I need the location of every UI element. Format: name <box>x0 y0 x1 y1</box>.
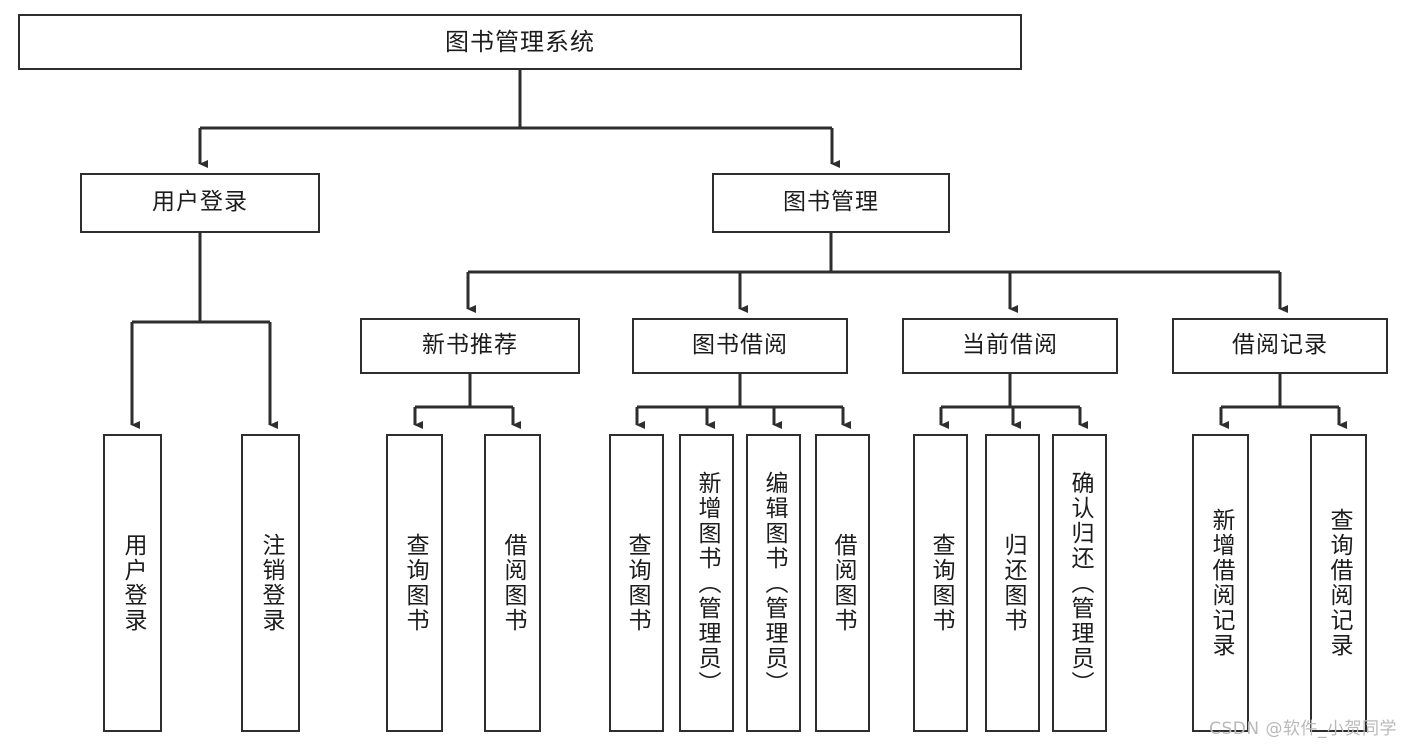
node-label: 新增借阅记录 <box>1208 508 1235 658</box>
node-current-borrow[interactable]: 当前借阅 <box>902 318 1118 374</box>
node-label: 查询图书 <box>402 533 429 633</box>
node-label: 当前借阅 <box>962 332 1058 359</box>
edges-current-borrow-leaves <box>939 374 1088 429</box>
node-borrow-record[interactable]: 借阅记录 <box>1172 318 1388 374</box>
node-label: 用户登录 <box>152 189 248 216</box>
node-label: 用户登录 <box>120 533 147 633</box>
node-label: 图书管理 <box>783 189 879 216</box>
node-user-login[interactable]: 用户登录 <box>80 173 320 233</box>
watermark-text: CSDN @软件_小贺同学 <box>1209 719 1397 739</box>
leaf-query-book-recommend[interactable]: 查询图书 <box>386 434 443 732</box>
node-book-borrow[interactable]: 图书借阅 <box>632 318 848 374</box>
leaf-user-logout[interactable]: 注销登录 <box>241 434 300 732</box>
node-root-system[interactable]: 图书管理系统 <box>18 14 1022 70</box>
leaf-borrow-book[interactable]: 借阅图书 <box>815 434 870 732</box>
node-label: 图书借阅 <box>692 332 788 359</box>
node-label: 查询图书 <box>624 533 651 633</box>
edges-user-login-leaves <box>130 233 278 429</box>
node-label: 图书管理系统 <box>445 27 595 56</box>
node-label: 新书推荐 <box>422 332 518 359</box>
edges-root-level2 <box>198 70 840 168</box>
node-label: 借阅图书 <box>830 533 857 633</box>
node-book-manage[interactable]: 图书管理 <box>712 173 950 233</box>
node-label: 新增图书（管理员） <box>694 470 721 696</box>
leaf-confirm-return-admin[interactable]: 确认归还（管理员） <box>1052 434 1107 732</box>
edges-book-manage-level3 <box>466 233 1288 313</box>
node-label: 查询借阅记录 <box>1326 508 1353 658</box>
leaf-query-borrow-record[interactable]: 查询借阅记录 <box>1310 434 1367 732</box>
node-label: 确认归还（管理员） <box>1067 470 1094 696</box>
edges-new-book-rec-leaves <box>413 374 521 429</box>
leaf-user-login[interactable]: 用户登录 <box>103 434 162 732</box>
leaf-borrow-book-recommend[interactable]: 借阅图书 <box>484 434 541 732</box>
leaf-edit-book-admin[interactable]: 编辑图书（管理员） <box>746 434 801 732</box>
node-label: 编辑图书（管理员） <box>761 470 788 696</box>
leaf-return-book[interactable]: 归还图书 <box>985 434 1040 732</box>
node-label: 查询图书 <box>928 533 955 633</box>
node-label: 归还图书 <box>1000 533 1027 633</box>
leaf-add-book-admin[interactable]: 新增图书（管理员） <box>679 434 734 732</box>
edges-borrow-record-leaves <box>1219 374 1347 429</box>
leaf-add-borrow-record[interactable]: 新增借阅记录 <box>1192 434 1249 732</box>
leaf-query-book-current[interactable]: 查询图书 <box>913 434 968 732</box>
node-label: 注销登录 <box>258 533 285 633</box>
node-label: 借阅记录 <box>1232 332 1328 359</box>
edges-book-borrow-leaves <box>635 374 851 429</box>
node-new-book-recommend[interactable]: 新书推荐 <box>360 318 580 374</box>
node-label: 借阅图书 <box>500 533 527 633</box>
leaf-query-book-borrow[interactable]: 查询图书 <box>609 434 664 732</box>
